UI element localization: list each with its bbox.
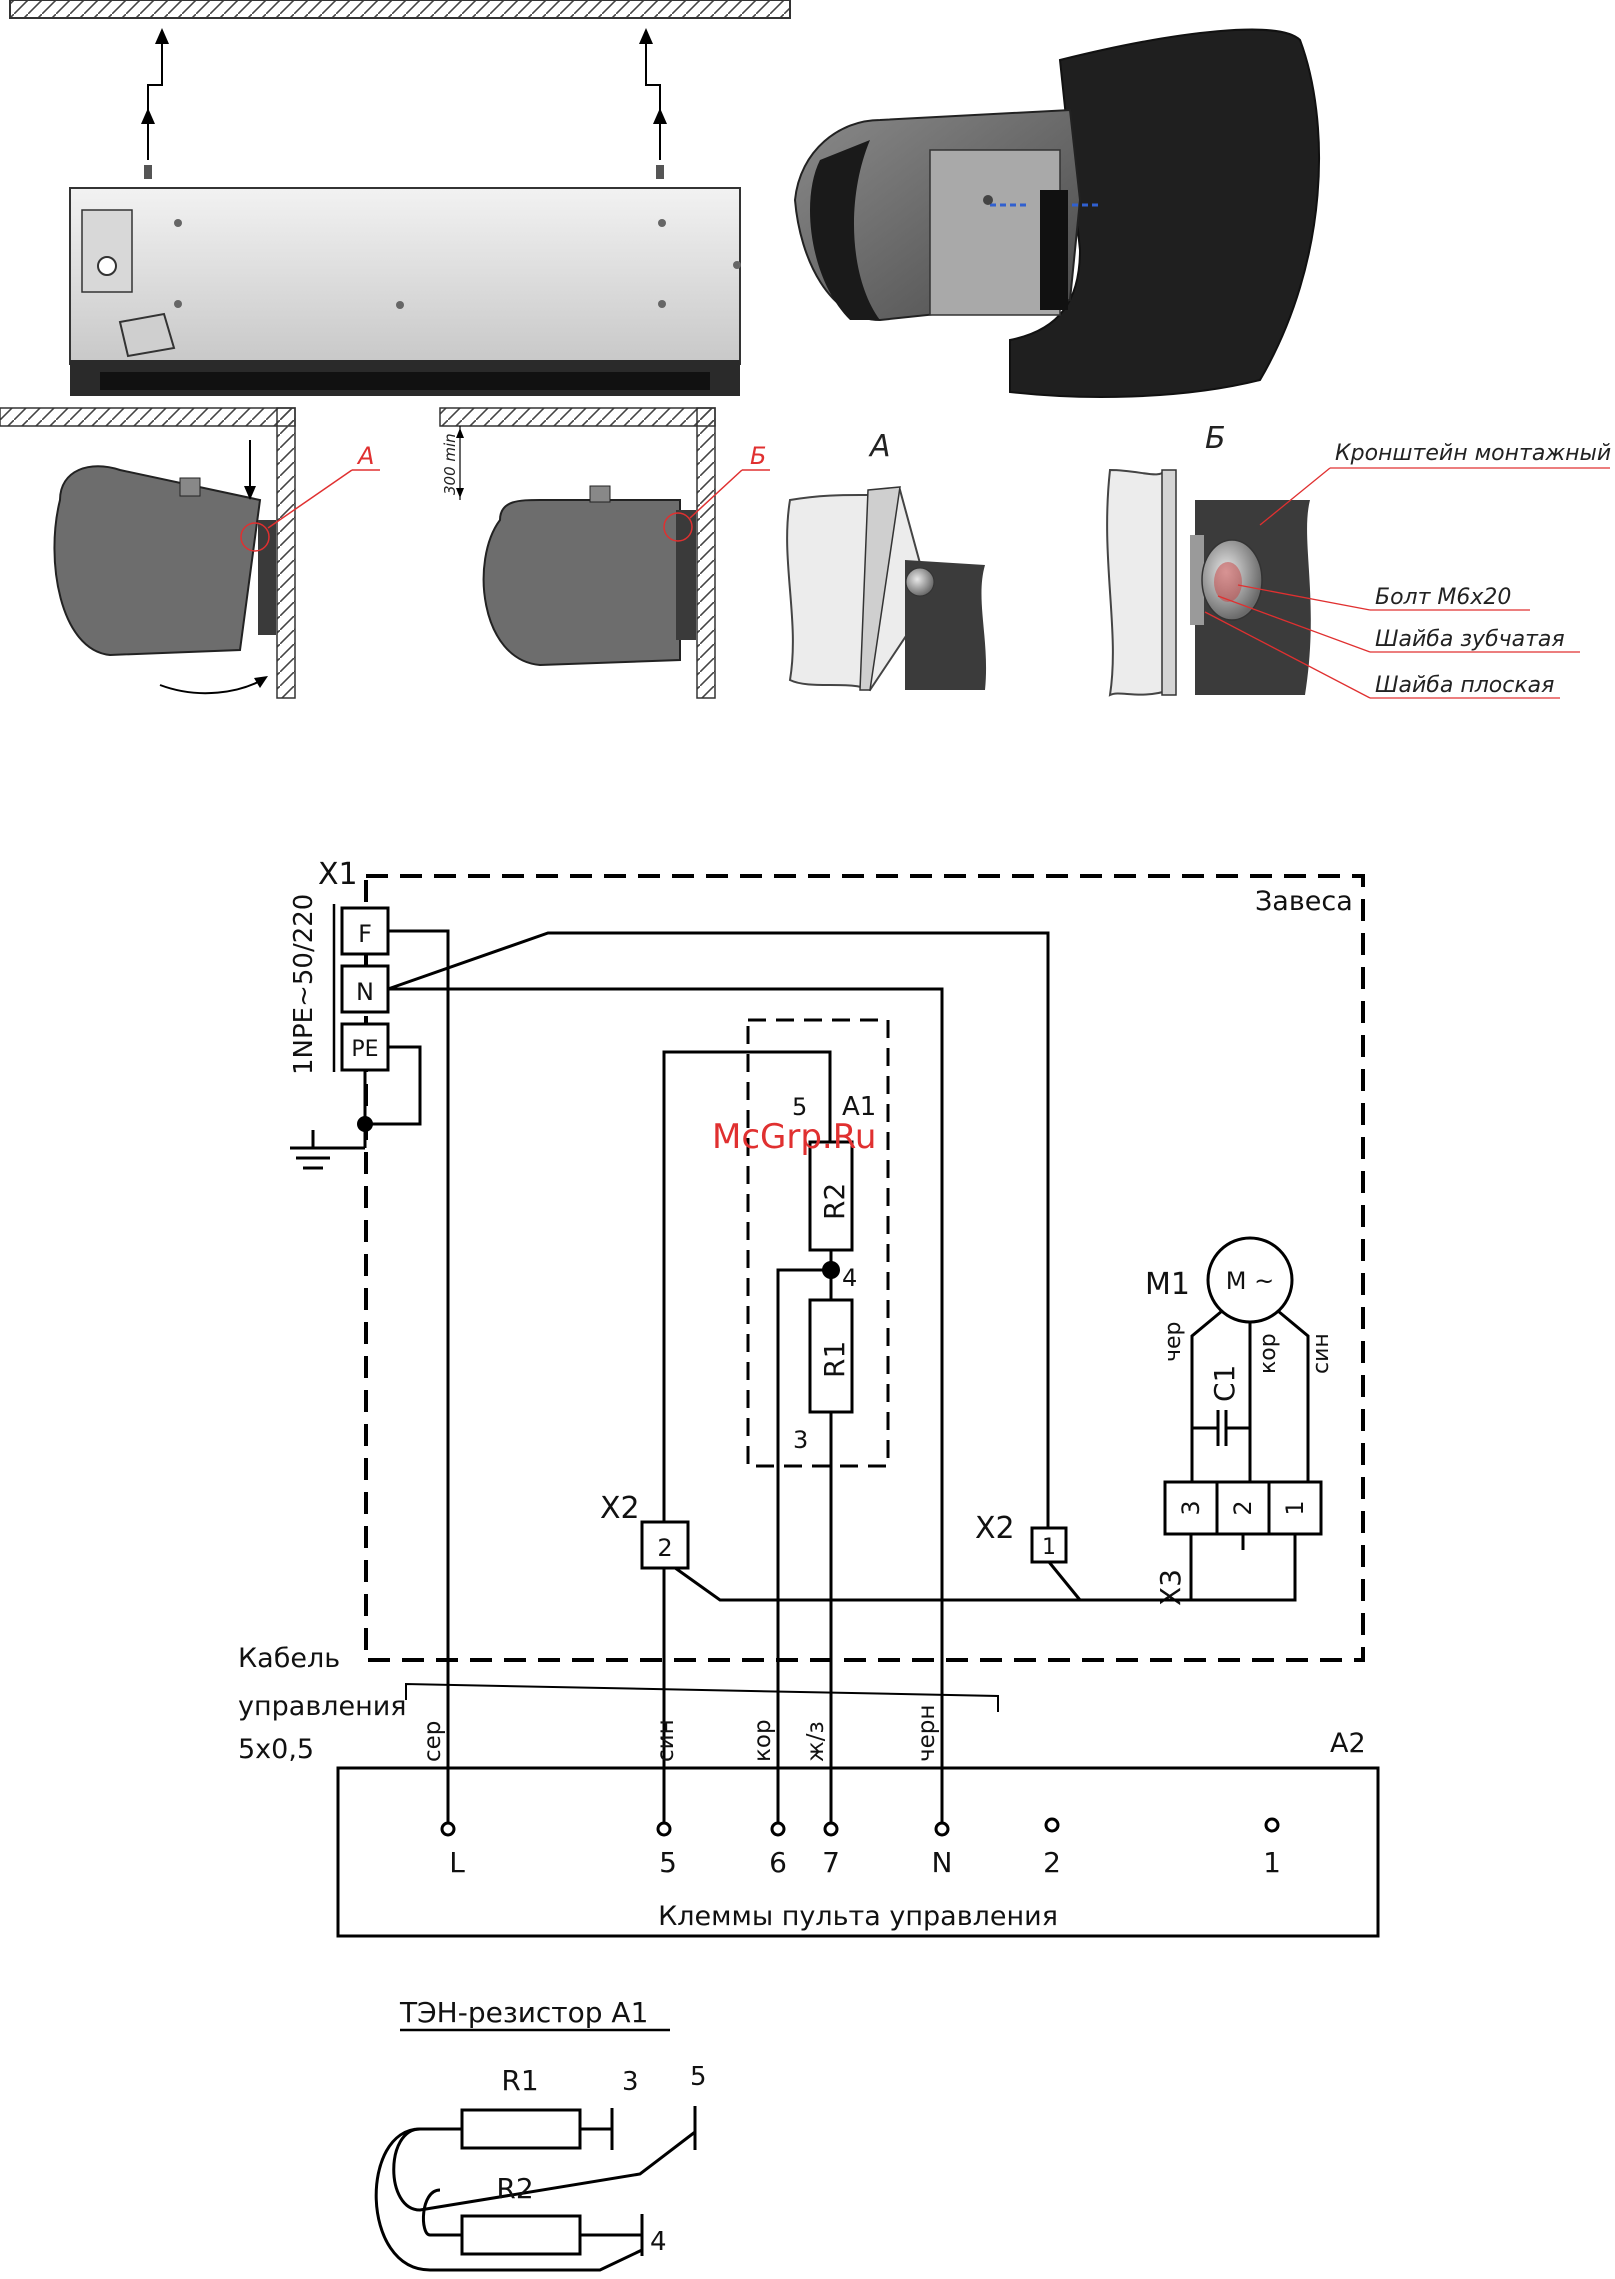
- curtain-3d-view: [795, 30, 1319, 397]
- capacitor-c1: C1: [1192, 1365, 1250, 1446]
- curtain-front-view: [70, 188, 741, 396]
- x1-pin-f: F: [358, 920, 372, 948]
- ceiling-hatch: [10, 0, 790, 18]
- m1-symbol: M ~: [1226, 1267, 1274, 1295]
- wire-n-top: [388, 933, 1048, 1528]
- bolt-label: Болт М6х20: [1375, 585, 1511, 610]
- side-view-a: А: [0, 408, 380, 698]
- terminal-2: 2: [1043, 1819, 1061, 1879]
- terminal-6-label: 6: [769, 1846, 787, 1879]
- terminal-1-label: 1: [1263, 1846, 1281, 1879]
- detail-b: Б Кронштейн монтажный Болт М6х20 Шайба з…: [1107, 421, 1611, 698]
- x3-pin-3: 3: [1177, 1500, 1205, 1515]
- watermark: McGrp.Ru: [712, 1117, 876, 1157]
- callout-a-label: А: [356, 442, 374, 470]
- x1-terminal-pe: PE: [342, 1024, 388, 1070]
- terminal-5-label: 5: [659, 1846, 677, 1879]
- m1-label: M1: [1145, 1267, 1190, 1302]
- wire-color-gray: сер: [420, 1721, 446, 1762]
- x1-pin-pe: PE: [351, 1037, 378, 1062]
- x2-terminal-1: 1: [1032, 1528, 1066, 1562]
- callout-b-label: Б: [750, 442, 766, 470]
- heater-r2-label: R2: [496, 2172, 533, 2205]
- bracket-label: Кронштейн монтажный: [1335, 441, 1611, 466]
- motor-wire-black: чер: [1161, 1322, 1186, 1363]
- x1-pin-n: N: [356, 978, 374, 1006]
- x1-terminal-f: F: [342, 908, 388, 954]
- heater-pin3: 3: [622, 2067, 639, 2097]
- motor-wire-blue: син: [1309, 1333, 1334, 1374]
- r2-label: R2: [818, 1183, 851, 1220]
- cable-label-3: 5х0,5: [238, 1734, 314, 1765]
- a2-label: A2: [1330, 1728, 1366, 1759]
- terminal-2-label: 2: [1043, 1846, 1061, 1879]
- curtain-label: Завеса: [1255, 886, 1353, 917]
- heater-resistor-diagram: ТЭН-резистор А1 R1 3 5 R2 4: [376, 1996, 706, 2270]
- supply-label: 1NPE~50/220: [289, 894, 319, 1075]
- flat-washer-label: Шайба плоская: [1375, 673, 1554, 698]
- side-view-b: 300 min Б: [440, 408, 770, 698]
- motor-wire-3: [1278, 1311, 1308, 1482]
- terminal-7: 7: [822, 1823, 840, 1879]
- terminal-5: 5: [658, 1823, 677, 1879]
- heater-r2: [462, 2216, 580, 2254]
- x3-pin-2: 2: [1229, 1500, 1257, 1515]
- x2-label-left: X2: [600, 1491, 640, 1526]
- detail-b-title: Б: [1205, 421, 1226, 456]
- mount-arrow-right: [639, 28, 667, 179]
- heater-title: ТЭН-резистор А1: [399, 1996, 648, 2029]
- x2-pin-2: 2: [657, 1534, 672, 1562]
- detail-a-title: А: [868, 429, 891, 464]
- motor-wire-brown: кор: [1256, 1333, 1281, 1374]
- detail-a: А: [787, 429, 986, 690]
- x2-wire-1: [1049, 1562, 1080, 1600]
- terminal-7-label: 7: [822, 1846, 840, 1879]
- x2-terminal-2: 2: [642, 1522, 688, 1568]
- heater-r1: [462, 2110, 580, 2148]
- resistor-r1: R1: [810, 1300, 852, 1412]
- x1-label: X1: [318, 857, 358, 892]
- heater-pin4: 4: [650, 2227, 667, 2257]
- wire-color-blue: син: [653, 1719, 679, 1762]
- clearance-label: 300 min: [441, 433, 459, 495]
- cable-label-2: управления: [238, 1691, 407, 1722]
- tooth-washer-label: Шайба зубчатая: [1375, 627, 1565, 652]
- terminal-l: L: [442, 1823, 465, 1879]
- wire-color-yellow-green: ж/з: [803, 1721, 829, 1762]
- a1-pin3: 3: [793, 1426, 808, 1454]
- terminal-n-label: N: [932, 1846, 953, 1879]
- cable-bracket: [406, 1684, 998, 1712]
- c1-label: C1: [1208, 1365, 1241, 1402]
- terminal-6: 6: [769, 1823, 787, 1879]
- terminal-n: N: [932, 1823, 953, 1879]
- a1-pin4: 4: [842, 1264, 857, 1292]
- wiring-schematic: Завеса X1 1NPE~50/220 F N PE: [238, 857, 1378, 1936]
- r1-label: R1: [818, 1341, 851, 1378]
- x2-label-right: X2: [975, 1511, 1015, 1546]
- motor-icon: M ~: [1208, 1238, 1292, 1322]
- terminal-1: 1: [1263, 1819, 1281, 1879]
- cable-label-1: Кабель: [238, 1643, 340, 1674]
- heater-loop-inner: [423, 2190, 462, 2235]
- mount-arrow-left: [141, 28, 169, 179]
- terminals-caption: Клеммы пульта управления: [658, 1901, 1058, 1932]
- x3-terminal-block: 3 2 1: [1165, 1482, 1321, 1534]
- terminal-l-label: L: [449, 1846, 465, 1879]
- x2-pin-1: 1: [1042, 1535, 1056, 1560]
- wire-color-brown: кор: [750, 1719, 776, 1762]
- x3-pin-1: 1: [1281, 1500, 1309, 1515]
- heater-pin5: 5: [690, 2062, 707, 2092]
- installation-section: А 300 min Б А Б: [0, 0, 1611, 698]
- heater-r1-label: R1: [501, 2064, 538, 2097]
- resistor-r2: R2: [810, 1142, 852, 1250]
- x1-terminal-n: N: [342, 966, 388, 1012]
- wire-color-black: черн: [914, 1705, 940, 1762]
